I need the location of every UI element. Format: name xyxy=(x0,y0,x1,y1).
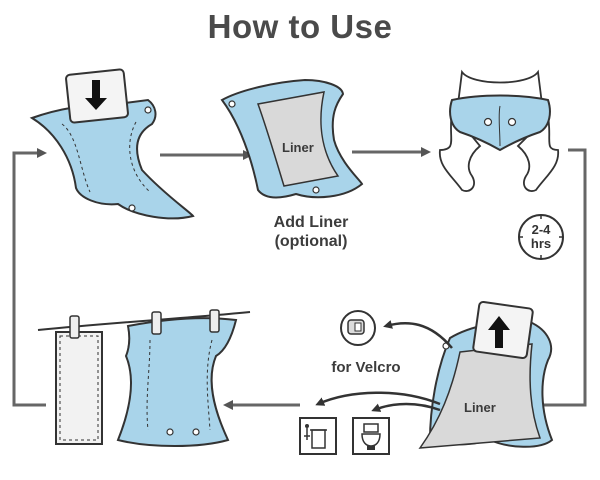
add-liner-caption-line2: (optional) xyxy=(274,233,348,250)
clock-icon xyxy=(518,214,564,260)
step2-liner-label: Liner xyxy=(282,140,314,155)
wear-duration: 2-4 hrs xyxy=(517,223,565,251)
velcro-caption: for Velcro xyxy=(331,359,401,376)
baby-left-leg xyxy=(439,109,482,192)
hanging-diaper xyxy=(116,317,238,447)
arrow-to-toilet xyxy=(371,402,441,412)
page-title: How to Use xyxy=(207,8,393,45)
step2-liner xyxy=(256,91,340,187)
step5-hang-dry xyxy=(37,309,251,447)
trash-bin-icon xyxy=(299,417,337,455)
step4-liner-label: Liner xyxy=(464,400,496,415)
add-liner-caption-line1: Add Liner xyxy=(273,214,349,231)
insert-arrow-icon xyxy=(85,80,107,110)
velcro-tab-icon xyxy=(340,310,376,346)
arrow-to-velcro xyxy=(383,320,453,349)
remove-arrow-icon xyxy=(488,316,510,348)
step2-add-liner xyxy=(220,78,364,199)
step1-diaper xyxy=(29,98,195,220)
step3-wear-diaper xyxy=(439,69,559,192)
step4-liner xyxy=(418,343,542,449)
cycle-arrows xyxy=(12,147,587,410)
toilet-icon xyxy=(352,417,390,455)
wear-duration-line2: hrs xyxy=(530,236,552,251)
step3-diaper xyxy=(449,94,551,152)
baby-right-leg xyxy=(516,114,559,192)
arrow-step5-to-step1 xyxy=(12,148,47,407)
clothespin-icon xyxy=(69,309,220,339)
arrow-to-trash xyxy=(315,391,441,406)
arrow-step3-to-step4 xyxy=(529,148,587,410)
wear-duration-line1: 2-4 xyxy=(531,222,551,237)
add-liner-caption: Add Liner (optional) xyxy=(256,213,366,251)
hanging-pad xyxy=(55,331,103,445)
step1-insert-pad xyxy=(29,68,195,220)
step4-remove-pad xyxy=(418,301,554,449)
